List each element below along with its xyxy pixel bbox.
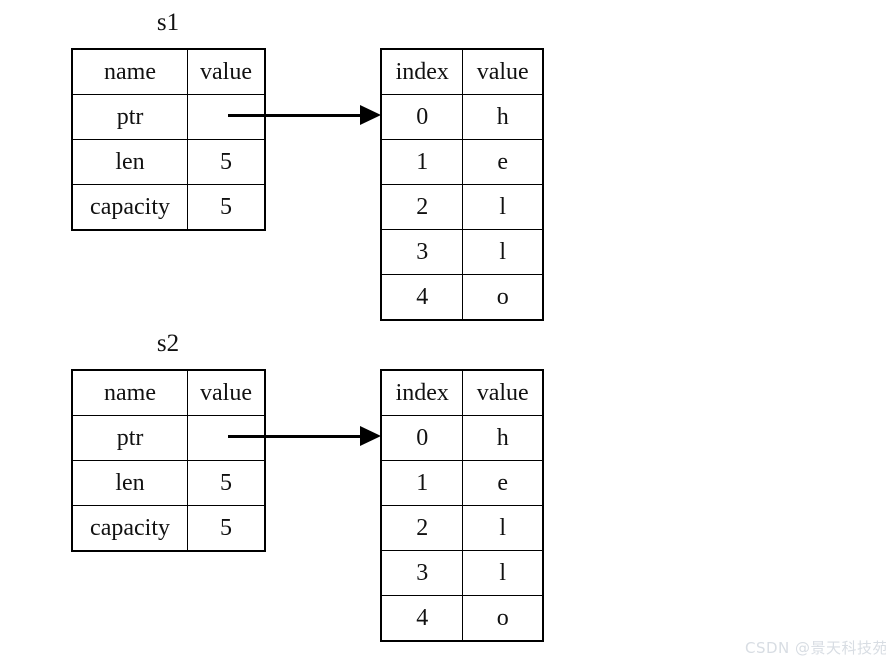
buffer-index-2: 2 <box>380 505 464 551</box>
table-row: name value <box>71 369 266 416</box>
buffer-index-3: 3 <box>380 550 464 596</box>
struct-field-capacity-name: capacity <box>71 505 189 552</box>
buffer-index-4: 4 <box>380 595 464 642</box>
struct-field-len-name: len <box>71 139 189 185</box>
table-row: len 5 <box>71 139 266 185</box>
table-row: 1 e <box>380 139 544 185</box>
buffer-header-index: index <box>380 369 464 416</box>
buffer-header-index: index <box>380 48 464 95</box>
buffer-index-0: 0 <box>380 415 464 461</box>
table-row: ptr <box>71 94 266 140</box>
buffer-index-4: 4 <box>380 274 464 321</box>
table-row: 2 l <box>380 184 544 230</box>
csdn-watermark: CSDN @景天科技苑 <box>745 639 886 657</box>
struct-header-name: name <box>71 48 189 95</box>
struct-label-s1: s1 <box>156 9 180 36</box>
buffer-index-1: 1 <box>380 139 464 185</box>
buffer-value-1: e <box>462 139 544 185</box>
buffer-index-0: 0 <box>380 94 464 140</box>
buffer-value-3: l <box>462 229 544 275</box>
table-row: 3 l <box>380 229 544 275</box>
buffer-header-value: value <box>462 369 544 416</box>
arrow-shaft <box>228 114 362 117</box>
table-row: name value <box>71 48 266 95</box>
table-row: len 5 <box>71 460 266 506</box>
table-row: 1 e <box>380 460 544 506</box>
table-row: index value <box>380 369 544 416</box>
buffer-value-2: l <box>462 184 544 230</box>
arrow-shaft <box>228 435 362 438</box>
table-row: 2 l <box>380 505 544 551</box>
buffer-value-4: o <box>462 274 544 321</box>
table-row: 4 o <box>380 274 544 321</box>
struct-field-capacity-name: capacity <box>71 184 189 231</box>
table-row: ptr <box>71 415 266 461</box>
buffer-value-2: l <box>462 505 544 551</box>
struct-header-value: value <box>187 48 266 95</box>
buffer-value-3: l <box>462 550 544 596</box>
buffer-index-2: 2 <box>380 184 464 230</box>
struct-field-ptr-name: ptr <box>71 415 189 461</box>
buffer-header-value: value <box>462 48 544 95</box>
struct-table-s2: name value ptr len 5 capacity 5 <box>71 369 266 552</box>
struct-field-ptr-name: ptr <box>71 94 189 140</box>
arrow-right-icon <box>228 103 381 127</box>
struct-field-len-name: len <box>71 460 189 506</box>
table-row: 0 h <box>380 94 544 140</box>
struct-label-s2: s2 <box>156 330 180 357</box>
buffer-value-0: h <box>462 415 544 461</box>
struct-header-name: name <box>71 369 189 416</box>
arrow-head <box>360 105 381 125</box>
table-row: capacity 5 <box>71 184 266 231</box>
arrow-right-icon <box>228 424 381 448</box>
buffer-value-1: e <box>462 460 544 506</box>
table-row: 4 o <box>380 595 544 642</box>
buffer-value-4: o <box>462 595 544 642</box>
struct-table-s1: name value ptr len 5 capacity 5 <box>71 48 266 231</box>
table-row: index value <box>380 48 544 95</box>
table-row: 3 l <box>380 550 544 596</box>
struct-field-len-value: 5 <box>187 139 266 185</box>
buffer-table-s1: index value 0 h 1 e 2 l 3 l 4 o <box>380 48 544 321</box>
struct-header-value: value <box>187 369 266 416</box>
table-row: capacity 5 <box>71 505 266 552</box>
arrow-head <box>360 426 381 446</box>
buffer-table-s2: index value 0 h 1 e 2 l 3 l 4 o <box>380 369 544 642</box>
struct-field-ptr-value <box>187 415 266 461</box>
struct-field-len-value: 5 <box>187 460 266 506</box>
struct-field-capacity-value: 5 <box>187 184 266 231</box>
buffer-index-1: 1 <box>380 460 464 506</box>
table-row: 0 h <box>380 415 544 461</box>
struct-field-capacity-value: 5 <box>187 505 266 552</box>
buffer-value-0: h <box>462 94 544 140</box>
buffer-index-3: 3 <box>380 229 464 275</box>
